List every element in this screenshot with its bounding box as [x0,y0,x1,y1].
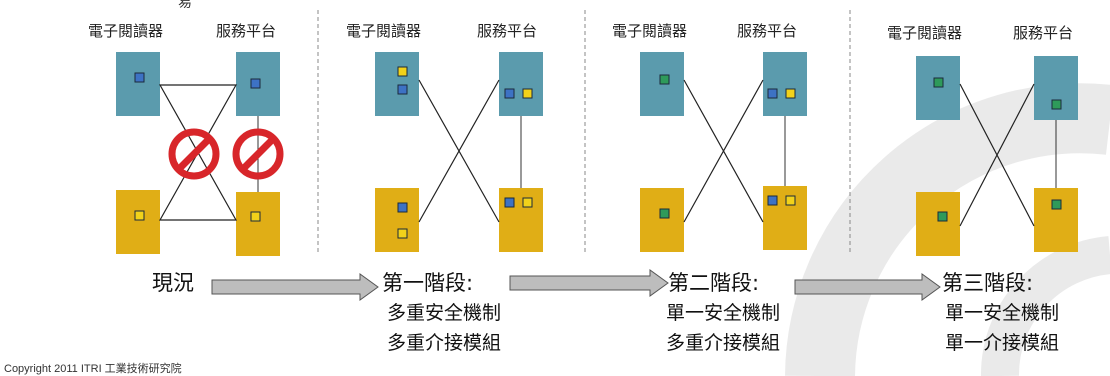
panel2-right-label: 服務平台 [477,22,538,40]
panel1-platform-bottom [236,192,280,256]
stage-3-line-1: 單一安全機制 [945,302,1060,324]
panel3-reader-bottom [640,188,684,252]
copyright-text: Copyright 2011 ITRI 工業技術研究院 [4,363,182,375]
panel1-key-blue-reader [134,72,145,83]
watermark-arc-inner [981,236,1110,376]
panel1-right-label: 服務平台 [216,22,277,40]
panel3-key-yellow-platform [785,88,796,99]
stage-current-name: 現況 [152,271,194,295]
stage-3-name: 第三階段: [942,271,1034,295]
stage-arrow-2 [509,269,669,297]
panel1-reader-top [116,52,160,116]
panel2-platform-top [499,52,543,116]
stage-2-line-2: 多重介接模組 [666,332,781,354]
panel4-left-label: 電子閱讀器 [887,24,963,42]
watermark-arc [785,83,1110,376]
panel1-left-label: 電子閱讀器 [88,22,164,40]
panel4-key-green-reader [933,77,944,88]
prohibit-icon-slash-2 [240,136,276,172]
cut-off-text: 易 [178,0,192,11]
panel2-key-yellow-platform-2 [522,197,533,208]
panel2-reader-top [375,52,419,116]
panel4-platform-bottom [1034,188,1078,252]
prohibit-icon-slash-1 [176,136,212,172]
panel2-links [418,79,500,223]
panel3-right-label: 服務平台 [737,22,798,40]
prohibit-icon-1 [168,128,220,180]
stage-1-line-1: 多重安全機制 [387,302,502,324]
panel3-platform-top [763,52,807,116]
panel2-key-blue-platform-2 [504,197,515,208]
panel4-key-green-platform [1051,99,1062,110]
stage-2-name: 第二階段: [668,271,760,295]
stage-2-line-1: 單一安全機制 [666,302,781,324]
prohibit-icon-2 [232,128,284,180]
panel3-key-blue-platform [767,88,778,99]
panel4-reader-top [916,56,960,120]
stage-1-name: 第一階段: [382,271,474,295]
panel2-key-blue-platform [504,88,515,99]
panel3-left-label: 電子閱讀器 [612,22,688,40]
panel3-links [683,79,764,223]
stage-arrow-3 [794,273,941,301]
panel1-key-yellow-platform [250,211,261,222]
panel4-platform-top [1034,56,1078,120]
panel1-reader-bottom [116,190,160,254]
panel2-left-label: 電子閱讀器 [346,22,422,40]
panel2-key-blue-reader [397,84,408,95]
stage-1-line-2: 多重介接模組 [387,332,502,354]
panel4-key-green-reader-2 [937,211,948,222]
stage-arrow-1 [211,273,379,301]
panel3-key-green-reader [659,74,670,85]
panel4-key-green-platform-2 [1051,199,1062,210]
panel1-key-blue-platform [250,78,261,89]
panel4-reader-bottom [916,192,960,256]
panel2-key-yellow-reader [397,66,408,77]
panel3-key-yellow-platform-2 [785,195,796,206]
stage-3-line-2: 單一介接模組 [945,332,1060,354]
panel2-reader-bottom [375,188,419,252]
panel4-links [959,83,1035,227]
panel2-key-yellow-reader-2 [397,228,408,239]
panel3-key-blue-platform-2 [767,195,778,206]
panel3-key-green-reader-2 [659,208,670,219]
panel1-key-yellow-reader [134,210,145,221]
panel2-key-blue-reader-2 [397,202,408,213]
panel2-key-yellow-platform [522,88,533,99]
panel1-links [158,84,238,221]
panel4-right-label: 服務平台 [1013,24,1074,42]
